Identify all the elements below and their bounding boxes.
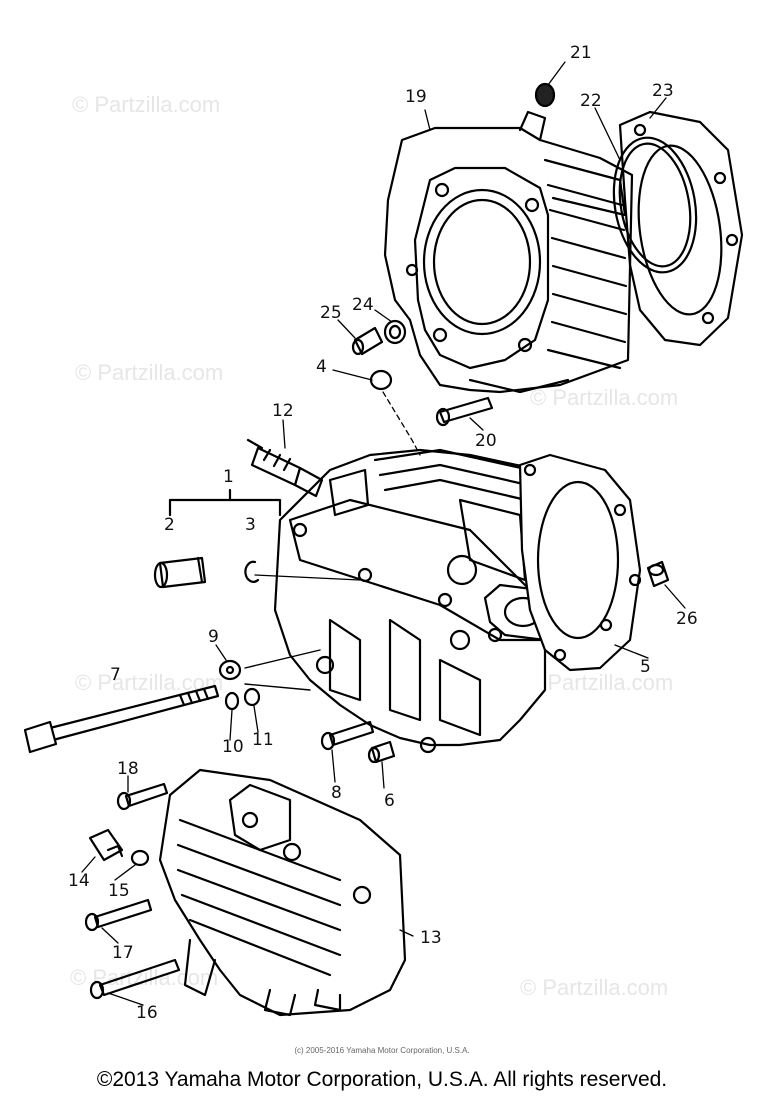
callout-5: 5 bbox=[640, 657, 651, 677]
callout-25: 25 bbox=[320, 303, 342, 323]
copyright-notice: ©2013 Yamaha Motor Corporation, U.S.A. A… bbox=[96, 1068, 668, 1091]
callout-11: 11 bbox=[252, 730, 274, 750]
callout-10: 10 bbox=[222, 737, 244, 757]
callout-1: 1 bbox=[223, 467, 234, 487]
plug-4 bbox=[369, 369, 393, 391]
dowel-26 bbox=[646, 560, 670, 588]
callout-12: 12 bbox=[272, 401, 294, 421]
callout-26: 26 bbox=[676, 609, 698, 629]
callout-16: 16 bbox=[136, 1003, 158, 1023]
washer-9 bbox=[218, 659, 242, 681]
nut-10 bbox=[224, 691, 240, 711]
sleeve-2 bbox=[153, 556, 207, 589]
callout-3: 3 bbox=[245, 515, 256, 535]
callout-17: 17 bbox=[112, 943, 134, 963]
callout-20: 20 bbox=[475, 431, 497, 451]
leader-lines bbox=[81, 61, 686, 1006]
fine-print: (c) 2005-2016 Yamaha Motor Corporation, … bbox=[294, 1046, 470, 1055]
head-gasket-5 bbox=[518, 453, 642, 672]
callout-22: 22 bbox=[580, 91, 602, 111]
cylinder-o-ring bbox=[612, 136, 698, 274]
callout-2: 2 bbox=[164, 515, 175, 535]
watermark: © Partzilla.com bbox=[530, 385, 678, 410]
watermarks: © Partzilla.com © Partzilla.com © Partzi… bbox=[70, 92, 678, 1000]
callout-13: 13 bbox=[420, 928, 442, 948]
bolt-20 bbox=[435, 396, 494, 427]
watermark: © Partzilla.com bbox=[520, 975, 668, 1000]
bolt-8 bbox=[320, 720, 375, 751]
cylinder bbox=[383, 110, 634, 394]
collar-11 bbox=[243, 687, 261, 707]
bolt-18 bbox=[116, 782, 169, 811]
dowel-6 bbox=[367, 740, 396, 764]
bolt-16 bbox=[89, 958, 181, 1000]
cap-21 bbox=[534, 82, 556, 108]
callout-4: 4 bbox=[316, 357, 327, 377]
callout-19: 19 bbox=[405, 87, 427, 107]
washer-15 bbox=[130, 849, 150, 867]
callout-6: 6 bbox=[384, 791, 395, 811]
callout-8: 8 bbox=[331, 783, 342, 803]
watermark: © Partzilla.com bbox=[75, 360, 223, 385]
spark-plug-12 bbox=[246, 438, 324, 498]
cylinder-head bbox=[273, 448, 567, 754]
bracket-1 bbox=[168, 488, 282, 517]
callout-15: 15 bbox=[108, 881, 130, 901]
callout-14: 14 bbox=[68, 871, 90, 891]
callout-21: 21 bbox=[570, 43, 592, 63]
plug-14 bbox=[88, 828, 124, 862]
o-ring-24 bbox=[383, 319, 407, 345]
bolt-17 bbox=[84, 898, 153, 932]
clip-3 bbox=[244, 560, 260, 583]
callout-7: 7 bbox=[110, 665, 121, 685]
callouts: 1 2 3 4 5 6 7 8 9 10 11 12 13 14 15 16 1… bbox=[68, 43, 698, 1023]
head-cover-13 bbox=[158, 768, 407, 1017]
bolt-7 bbox=[23, 684, 220, 754]
callout-18: 18 bbox=[117, 759, 139, 779]
callout-9: 9 bbox=[208, 627, 219, 647]
callout-23: 23 bbox=[652, 81, 674, 101]
watermark: © Partzilla.com bbox=[525, 670, 673, 695]
cylinder-base-gasket bbox=[618, 110, 744, 347]
dowel-pin-25 bbox=[351, 326, 384, 356]
callout-24: 24 bbox=[352, 295, 374, 315]
watermark: © Partzilla.com bbox=[72, 92, 220, 117]
